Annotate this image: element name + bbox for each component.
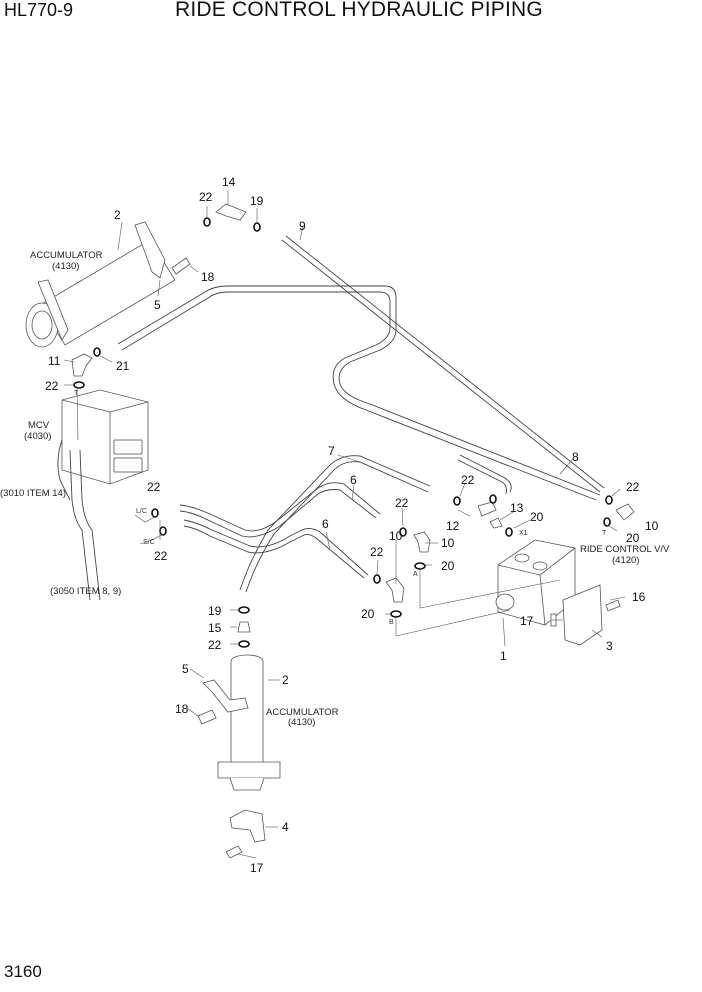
callout-8: 8 <box>572 450 579 464</box>
caption-accumulator-top-line1: ACCUMULATOR <box>30 250 103 261</box>
caption-mcv-line1: MCV <box>28 420 50 431</box>
port-label-t-mcv: T <box>74 390 79 397</box>
hose-5-long <box>117 285 601 501</box>
caption-ride-control-line1: RIDE CONTROL V/V <box>580 544 670 555</box>
elbow-14 <box>215 203 247 221</box>
callout-22: 22 <box>370 545 384 559</box>
bolt-18-top <box>171 257 191 275</box>
callout-17: 17 <box>250 861 264 875</box>
connector-13 <box>489 517 503 529</box>
bolt-16 <box>605 599 621 612</box>
callout-22: 22 <box>199 190 213 204</box>
elbow-11 <box>71 353 93 377</box>
callout-19: 19 <box>250 194 264 208</box>
accumulator-bottom <box>217 654 281 791</box>
bolt-18-bottom <box>197 709 217 725</box>
callout-5: 5 <box>182 662 189 676</box>
callout-3: 3 <box>606 639 613 653</box>
callout-20: 20 <box>626 531 640 545</box>
callout-17: 17 <box>520 614 534 628</box>
callout-21: 21 <box>116 359 130 373</box>
caption-accumulator-bottom-line2: (4130) <box>288 717 315 728</box>
hose-7 <box>239 455 431 593</box>
callout-9: 9 <box>299 219 306 233</box>
callout-7: 7 <box>328 444 335 458</box>
callout-22: 22 <box>45 379 59 393</box>
model-number: HL770-9 <box>4 0 74 20</box>
callout-6: 6 <box>322 517 329 531</box>
callout-22: 22 <box>461 473 475 487</box>
callout-2: 2 <box>114 208 121 222</box>
callout-5: 5 <box>154 298 161 312</box>
callout-11: 11 <box>48 354 61 368</box>
caption-ref-3010: (3010 ITEM 14) <box>0 488 66 499</box>
callout-20: 20 <box>441 559 455 573</box>
callout-22: 22 <box>626 480 640 494</box>
port-label-sc: S/C <box>143 539 155 546</box>
callout-22: 22 <box>208 638 222 652</box>
port-label-b: B <box>389 619 394 626</box>
callout-20: 20 <box>361 607 375 621</box>
callout-10: 10 <box>645 519 659 533</box>
callout-4: 4 <box>282 820 289 834</box>
callout-6: 6 <box>350 473 357 487</box>
callout-15: 15 <box>208 621 222 635</box>
page-number: 3160 <box>4 962 42 981</box>
callout-10: 10 <box>389 529 403 543</box>
caption-accumulator-top-line2: (4130) <box>52 261 79 272</box>
callout-12: 12 <box>446 519 460 533</box>
accumulator-top <box>25 221 176 348</box>
callout-22: 22 <box>154 549 168 563</box>
bolt-17-bottom <box>225 845 243 859</box>
elbow-10-right <box>615 503 635 521</box>
callout-2: 2 <box>282 673 289 687</box>
callout-20: 20 <box>530 510 544 524</box>
connector-15 <box>237 621 251 633</box>
leader-lines <box>63 190 626 859</box>
hose-9 <box>281 235 605 493</box>
port-label-x1: X1 <box>519 530 528 537</box>
callout-22: 22 <box>395 496 409 510</box>
callout-19: 19 <box>208 604 222 618</box>
port-label-a: A <box>413 571 418 578</box>
callout-1: 1 <box>500 649 507 663</box>
mcv-block <box>57 389 149 601</box>
callout-14: 14 <box>222 175 236 189</box>
tee-12 <box>477 501 497 517</box>
hose-8-short <box>457 454 512 495</box>
caption-mcv-line2: (4030) <box>24 431 51 442</box>
elbow-10-upper <box>413 531 431 553</box>
clamp-5-bottom <box>202 679 249 713</box>
ride-control-valve <box>495 539 576 626</box>
hose-6-lower <box>183 519 369 579</box>
elbow-10-lower <box>385 577 405 603</box>
caption-accumulator-bottom-line1: ACCUMULATOR <box>266 707 339 718</box>
port-label-lc: L/C <box>136 508 147 515</box>
callout-18: 18 <box>175 702 189 716</box>
caption-ride-control-line2: (4120) <box>612 555 639 566</box>
hose-6-upper <box>179 482 381 538</box>
callout-13: 13 <box>510 501 524 515</box>
callout-18: 18 <box>201 270 215 284</box>
callout-16: 16 <box>632 590 646 604</box>
caption-ref-3050: (3050 ITEM 8, 9) <box>50 586 121 597</box>
page-title: RIDE CONTROL HYDRAULIC PIPING <box>175 0 543 21</box>
port-label-t-valve: T <box>602 530 607 537</box>
bracket-4 <box>229 809 266 843</box>
callout-10: 10 <box>441 536 455 550</box>
callout-22: 22 <box>147 480 161 494</box>
